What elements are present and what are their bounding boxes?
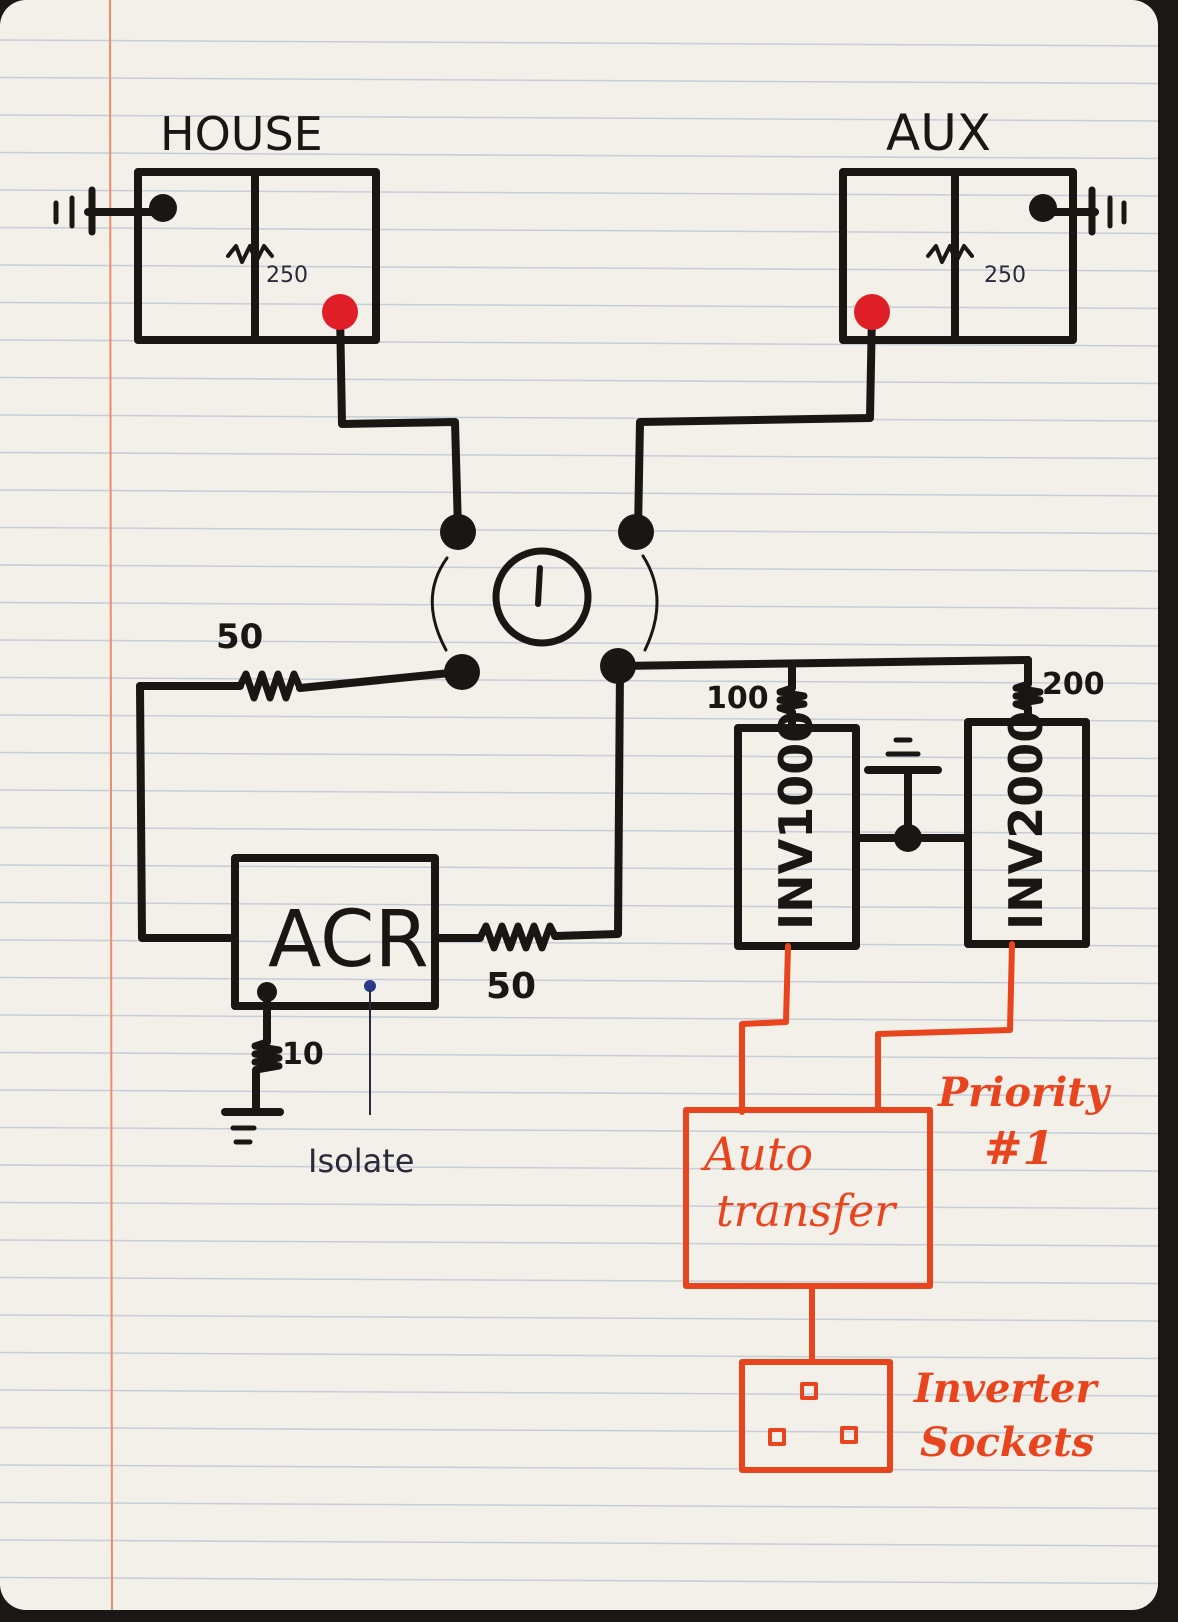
ruled-line [0, 1276, 1159, 1285]
ruled-line [0, 1051, 1159, 1060]
ruled-line [0, 526, 1159, 535]
resistor-100-label: 100 [706, 681, 769, 716]
house-positive-terminal [322, 294, 358, 330]
resistor-50-top-label: 50 [216, 617, 263, 657]
margin-line [109, 0, 113, 1611]
ruled-line [0, 1089, 1159, 1097]
inverter-bus-wire [614, 656, 1032, 670]
acr-label: ACR [268, 895, 429, 985]
resistor-10-label: 10 [282, 1037, 324, 1072]
ruled-line [0, 601, 1159, 610]
acr-box [231, 854, 439, 1010]
switch-terminal-house [440, 514, 476, 550]
ruled-line [0, 1239, 1159, 1247]
ruled-line [0, 451, 1159, 460]
ruled-line [0, 1314, 1159, 1322]
resistor-10 [251, 1038, 283, 1074]
acr-return-wire [551, 664, 624, 940]
sockets-label-line1: Inverter [913, 1365, 1099, 1412]
ruled-line [0, 151, 1159, 160]
auto-transfer-label-line1: Auto [700, 1127, 813, 1181]
ruled-line [0, 489, 1159, 497]
auto-transfer-switch [683, 1107, 933, 1289]
ruled-line [0, 301, 1159, 310]
aux-positive-terminal [854, 294, 890, 330]
resistor-50-top [236, 670, 304, 702]
aux-negative-terminal [1029, 194, 1057, 222]
ruled-line [0, 1539, 1159, 1547]
priority-label-line1: Priority [937, 1069, 1112, 1116]
ruled-line [0, 676, 1159, 685]
ruled-line [0, 1576, 1159, 1585]
aux-label: AUX [886, 104, 991, 162]
ruled-line [0, 226, 1159, 235]
priority-label-line2: #1 [984, 1121, 1055, 1175]
ruled-line [0, 1201, 1159, 1210]
ruled-line [0, 1164, 1159, 1172]
resistor-50-bottom-label: 50 [486, 966, 536, 1007]
aux-shunt-label: 250 [984, 263, 1026, 288]
battery-selector-switch [492, 547, 592, 647]
house-label: HOUSE [160, 107, 323, 161]
house-negative-terminal [149, 194, 177, 222]
ruled-line [0, 976, 1159, 985]
ruled-line [0, 39, 1159, 47]
socket-outlet [768, 1428, 786, 1446]
socket-outlet [800, 1382, 818, 1400]
switch-terminal-aux [618, 514, 654, 550]
inverter-ground-junction [894, 824, 922, 852]
left-loop-wire [136, 682, 239, 942]
ruled-line [0, 1426, 1159, 1435]
aux-shunt-resistor [926, 244, 974, 264]
ruled-line [0, 1126, 1159, 1135]
ruled-line [0, 639, 1159, 647]
resistor-200 [1012, 680, 1044, 712]
house-shunt-label: 250 [266, 263, 308, 288]
switch-terminal-common [600, 648, 636, 684]
resistor-200-label: 200 [1042, 667, 1105, 702]
ruled-line [0, 376, 1159, 385]
inverter-sockets-box [739, 1359, 893, 1473]
house-shunt-resistor [226, 244, 274, 264]
ruled-line [0, 1464, 1159, 1472]
sockets-label-line2: Sockets [920, 1419, 1094, 1466]
ruled-line [0, 1351, 1159, 1360]
switch-terminal-acr [444, 654, 480, 690]
switch-to-resistor-wire [296, 668, 464, 692]
resistor-symbols [226, 244, 1044, 1074]
resistor-100 [776, 684, 808, 716]
ruled-line [0, 114, 1159, 122]
socket-outlet [840, 1426, 858, 1444]
inv2-ac-wire [875, 941, 1015, 1113]
inverter-2000-label: INV2000 [999, 711, 1053, 930]
ruled-line [0, 76, 1159, 85]
ruled-line [0, 1014, 1159, 1022]
ruled-line [0, 264, 1159, 272]
ruled-line [0, 189, 1159, 197]
isolate-terminal [364, 980, 376, 992]
house-positive-wire [336, 308, 462, 534]
ruled-line [0, 1389, 1159, 1397]
inv1-ac-wire [739, 943, 791, 1115]
ruled-line [0, 414, 1159, 422]
inverter-1000-label: INV1000 [769, 711, 823, 930]
ruled-line [0, 1501, 1159, 1510]
resistor-50-bottom [476, 922, 559, 952]
auto-transfer-label-line2: transfer [716, 1186, 898, 1237]
aux-positive-wire [634, 308, 876, 534]
isolate-label: Isolate [308, 1142, 414, 1180]
acr-ground-terminal [257, 982, 277, 1002]
